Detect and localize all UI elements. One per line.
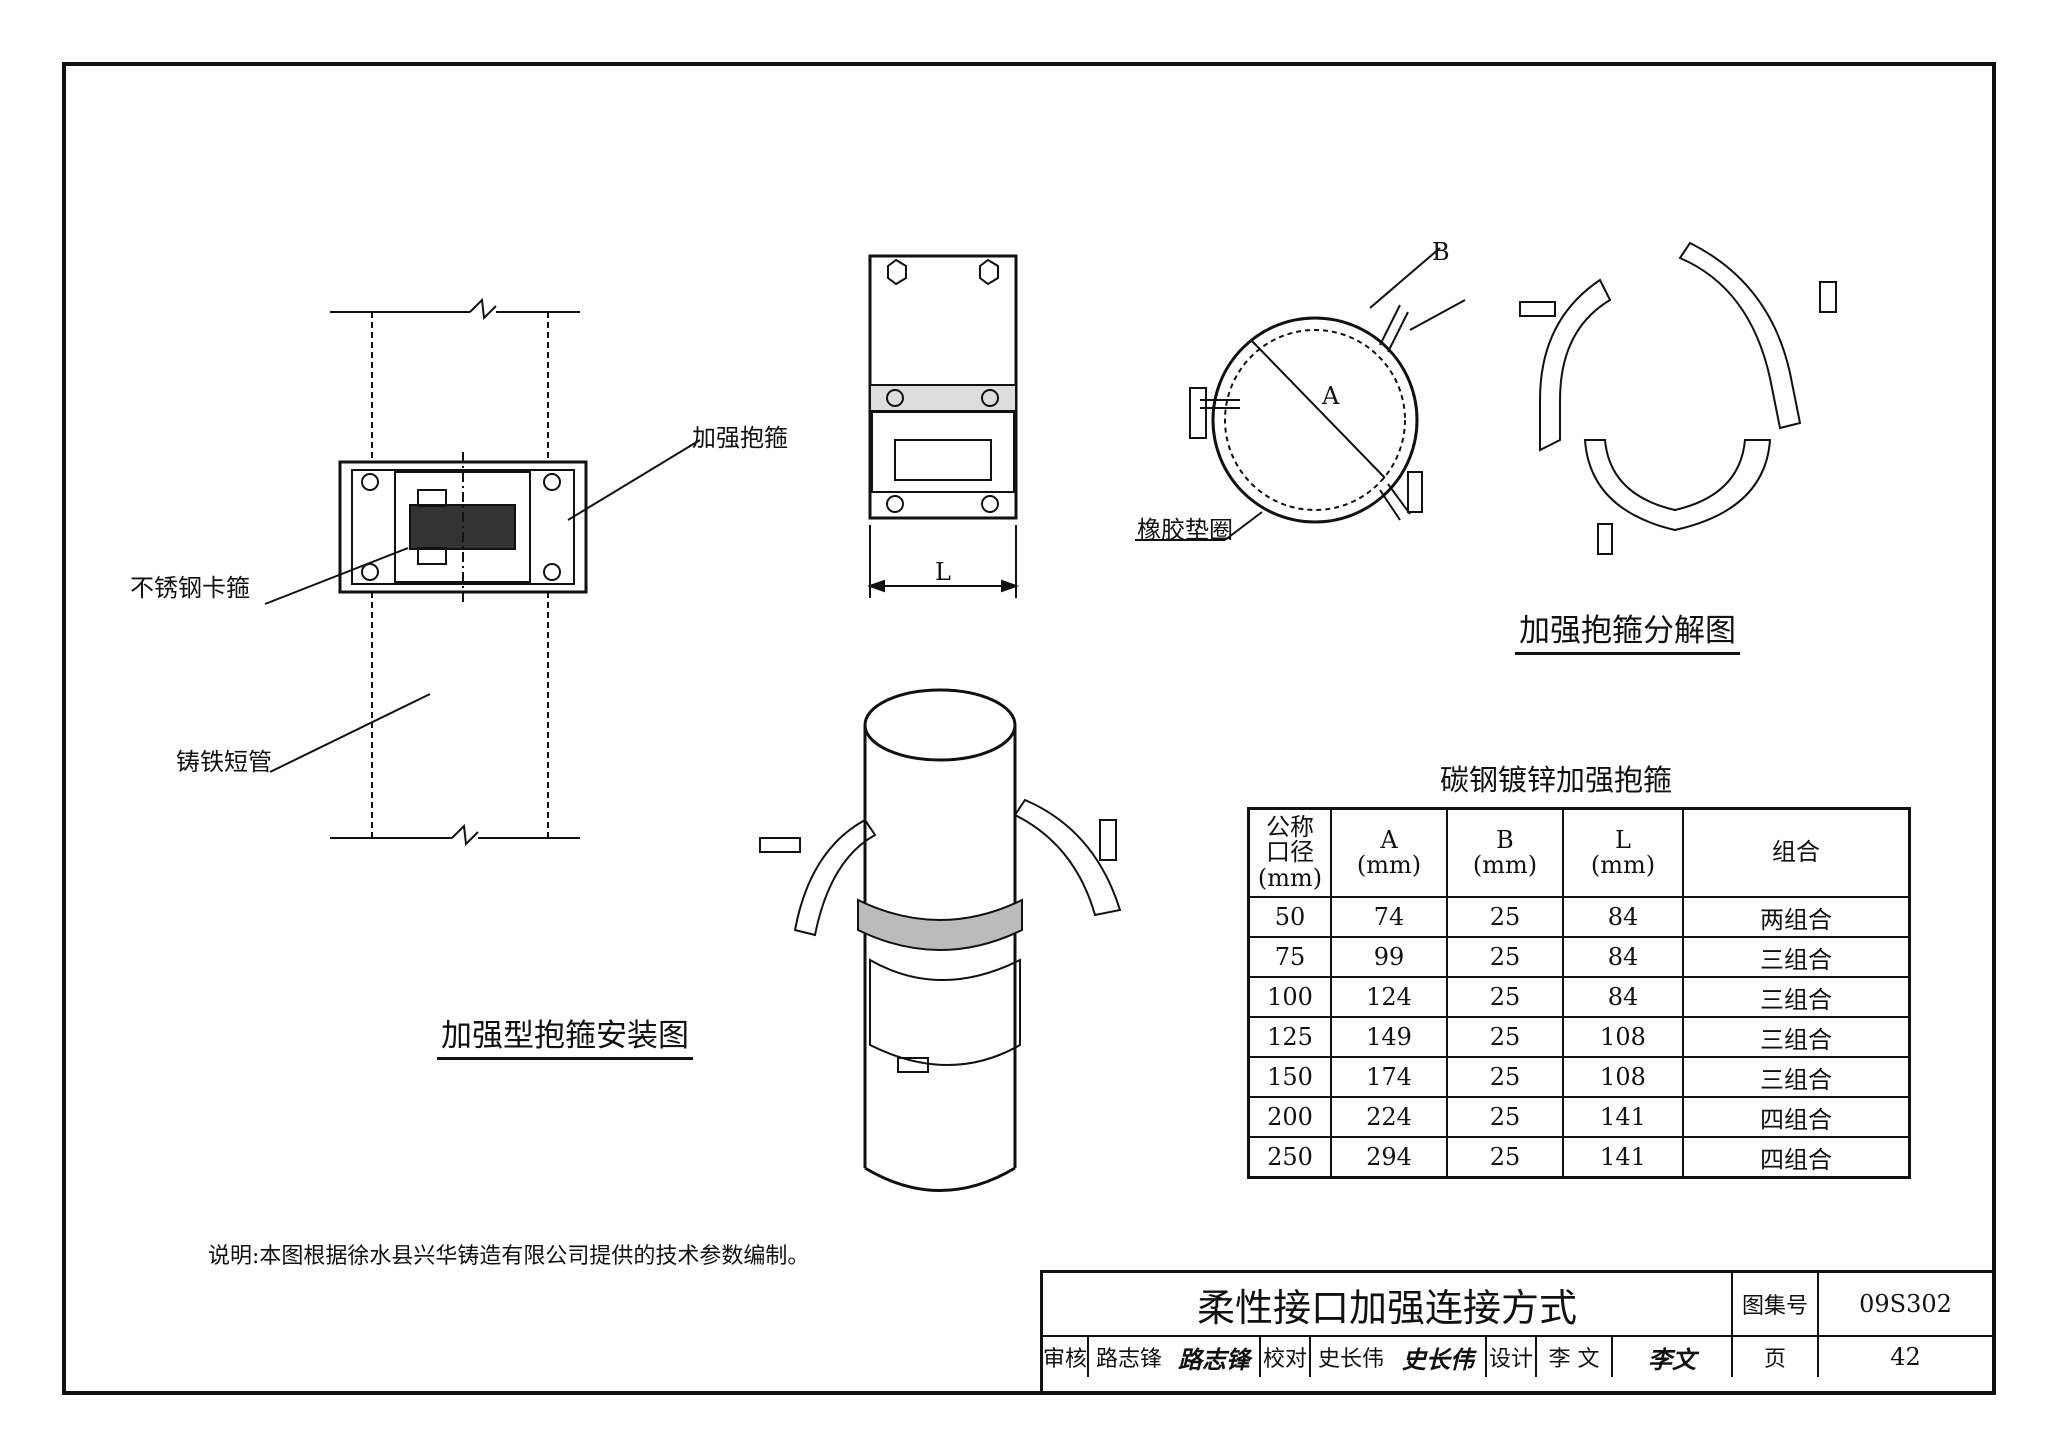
cell: 三组合 — [1682, 1016, 1911, 1058]
stainless-clamp-label: 不锈钢卡箍 — [130, 574, 250, 602]
installation-view-caption: 加强型抱箍安装图 — [437, 1010, 693, 1060]
reinforced-clamp-label: 加强抱箍 — [692, 424, 788, 452]
cell: 141 — [1562, 1136, 1684, 1179]
atlas-number-label: 图集号 — [1733, 1273, 1819, 1337]
review-label: 审核 — [1043, 1337, 1089, 1377]
section-view-drawing — [1135, 247, 1466, 541]
dimension-B-label: B — [1432, 238, 1450, 266]
title-block: 柔性接口加强连接方式 图集号 09S302 审核 路志锋 路志锋 校对 史长伟 … — [1040, 1270, 1992, 1392]
cell: 三组合 — [1682, 936, 1911, 978]
checker-signature: 史长伟 — [1391, 1337, 1487, 1377]
dimension-A-label: A — [1322, 382, 1340, 410]
cell: 74 — [1330, 896, 1448, 938]
cell: 108 — [1562, 1016, 1684, 1058]
cell: 四组合 — [1682, 1136, 1911, 1179]
cell: 294 — [1330, 1136, 1448, 1179]
cell: 25 — [1446, 1096, 1564, 1138]
cell: 两组合 — [1682, 896, 1911, 938]
design-label: 设计 — [1487, 1337, 1537, 1377]
designer-signature: 李文 — [1613, 1337, 1733, 1377]
cell: 84 — [1562, 896, 1684, 938]
checker-name: 史长伟 — [1317, 1347, 1384, 1372]
header-combination: 组合 — [1682, 807, 1911, 898]
cell: 四组合 — [1682, 1096, 1911, 1138]
cell: 25 — [1446, 1016, 1564, 1058]
reviewer-signature: 路志锋 — [1169, 1337, 1261, 1377]
table-header-row: 公称口径(mm) A(mm) B(mm) L(mm) 组合 — [1247, 807, 1911, 898]
header-A: A(mm) — [1330, 807, 1448, 898]
front-view-drawing — [264, 297, 701, 847]
page-label: 页 — [1733, 1337, 1819, 1377]
cell: 200 — [1247, 1096, 1332, 1138]
cell: 150 — [1247, 1056, 1332, 1098]
installation-view-drawing — [759, 688, 1122, 1192]
cell: 99 — [1330, 936, 1448, 978]
designer-name: 李 文 — [1537, 1337, 1613, 1377]
cell: 50 — [1247, 896, 1332, 938]
header-B: B(mm) — [1446, 807, 1564, 898]
drawing-title: 柔性接口加强连接方式 — [1043, 1273, 1733, 1337]
reviewer-name: 路志锋 — [1095, 1347, 1162, 1372]
cell: 75 — [1247, 936, 1332, 978]
drawing-frame — [62, 62, 1996, 1395]
side-view-drawing — [867, 254, 1019, 598]
check-label: 校对 — [1261, 1337, 1311, 1377]
cell: 124 — [1330, 976, 1448, 1018]
cell: 108 — [1562, 1056, 1684, 1098]
exploded-view-caption: 加强抱箍分解图 — [1515, 605, 1740, 655]
cell: 149 — [1330, 1016, 1448, 1058]
atlas-number: 09S302 — [1819, 1273, 1992, 1337]
dimension-L-label: L — [935, 558, 951, 586]
table-title: 碳钢镀锌加强抱箍 — [1440, 763, 1673, 797]
cell: 125 — [1247, 1016, 1332, 1058]
cell: 三组合 — [1682, 1056, 1911, 1098]
cell: 25 — [1446, 896, 1564, 938]
cell: 250 — [1247, 1136, 1332, 1179]
cell: 25 — [1446, 936, 1564, 978]
cell: 224 — [1330, 1096, 1448, 1138]
header-nominal-diameter: 公称口径(mm) — [1247, 807, 1332, 898]
rubber-gasket-label: 橡胶垫圈 — [1137, 516, 1233, 544]
cell: 174 — [1330, 1056, 1448, 1098]
note-text: 说明:本图根据徐水县兴华铸造有限公司提供的技术参数编制。 — [208, 1244, 810, 1269]
exploded-view-drawing — [1519, 241, 1837, 555]
cell: 84 — [1562, 976, 1684, 1018]
page-number: 42 — [1890, 1343, 1921, 1371]
cell: 25 — [1446, 976, 1564, 1018]
cell: 25 — [1446, 1136, 1564, 1179]
cell: 100 — [1247, 976, 1332, 1018]
cast-iron-pipe-label: 铸铁短管 — [176, 748, 272, 776]
cell: 84 — [1562, 936, 1684, 978]
cell: 三组合 — [1682, 976, 1911, 1018]
cell: 25 — [1446, 1056, 1564, 1098]
header-L: L(mm) — [1562, 807, 1684, 898]
cell: 141 — [1562, 1096, 1684, 1138]
